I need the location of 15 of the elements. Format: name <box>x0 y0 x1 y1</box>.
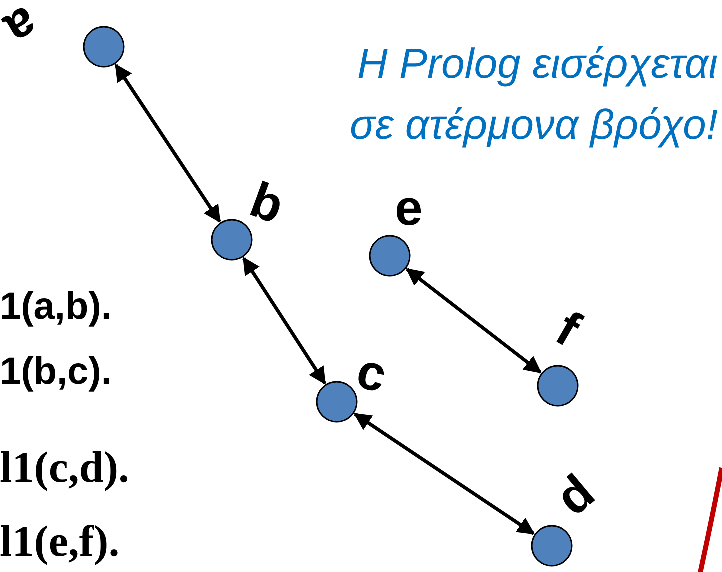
double-arrow <box>114 64 222 224</box>
code-line: l1(e,f). <box>0 520 120 564</box>
vertex-label: b <box>244 174 290 232</box>
double-arrow <box>406 268 542 374</box>
vertex-label: a <box>0 0 46 56</box>
code-line: l1(c,d). <box>0 446 130 490</box>
code-line: 1(b,c). <box>0 353 112 391</box>
vertex-label: c <box>352 345 392 401</box>
vertex-label: d <box>548 466 604 524</box>
vertex-label: f <box>548 303 588 355</box>
double-arrow <box>354 412 536 536</box>
vertex-label: e <box>395 183 423 233</box>
note-text: Η Prolog εισέρχεται σε ατέρμονα βρόχο! <box>348 39 718 150</box>
code-line: 1(a,b). <box>0 288 112 326</box>
double-arrow <box>242 257 326 385</box>
